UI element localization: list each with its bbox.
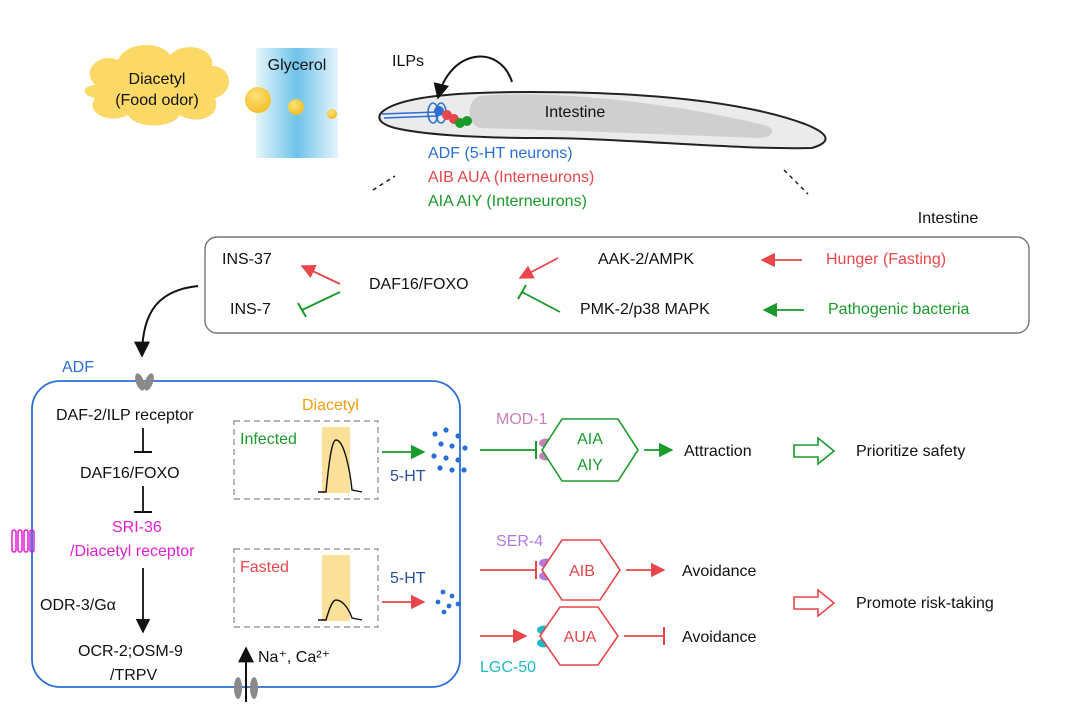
serotonin-label-top: 5-HT xyxy=(390,468,426,485)
serotonin-dots-bottom xyxy=(435,589,461,615)
zoom-line-left xyxy=(372,175,396,191)
sri36-receptor-icon xyxy=(11,529,35,553)
pathogen-label: Pathogenic bacteria xyxy=(828,301,970,318)
serotonin-dots-top xyxy=(431,427,468,473)
daf2-receptor-label: DAF-2/ILP receptor xyxy=(56,407,194,424)
intestine-label: Intestine xyxy=(545,104,606,121)
daf16-inhibits-ins7 xyxy=(301,291,341,311)
ions-label: Na⁺, Ca²⁺ xyxy=(258,649,330,666)
avoidance-label-1: Avoidance xyxy=(682,563,757,580)
prioritize-safety-label: Prioritize safety xyxy=(856,443,965,460)
adf-cell-label: ADF xyxy=(62,359,94,376)
glycerol-droplet xyxy=(327,109,337,119)
aia-aiy-label: AIA AIY (Interneurons) xyxy=(428,193,587,210)
trpv-label: /TRPV xyxy=(110,667,157,684)
ser4-label: SER-4 xyxy=(496,533,543,550)
aua-hexagon xyxy=(539,606,619,666)
aia-aiy-hexagon xyxy=(541,418,639,482)
intestine-shape xyxy=(469,94,773,138)
intestine-box-label: Intestine xyxy=(918,210,979,227)
adf-neurons-label: ADF (5-HT neurons) xyxy=(428,145,573,162)
aib-aua-label: AIB AUA (Interneurons) xyxy=(428,169,594,186)
diacetyl-receptor-label: /Diacetyl receptor xyxy=(70,543,195,560)
food-odor-label: (Food odor) xyxy=(115,92,199,109)
safety-outcome-arrow xyxy=(793,436,836,466)
fasted-calcium-trace xyxy=(318,599,363,621)
daf16-adf-label: DAF16/FOXO xyxy=(80,465,180,482)
infected-calcium-trace xyxy=(318,439,363,493)
ocr2-label: OCR-2;OSM-9 xyxy=(78,643,183,660)
glycerol-droplet xyxy=(288,99,304,115)
zoom-line-right xyxy=(783,169,809,195)
sri36-label: SRI-36 xyxy=(112,519,162,536)
risk-outcome-arrow xyxy=(793,588,836,618)
daf16-intestine-label: DAF16/FOXO xyxy=(369,276,469,293)
daf2-receptor-icon xyxy=(135,373,154,391)
avoidance-label-2: Avoidance xyxy=(682,629,757,646)
serotonin-label-bottom: 5-HT xyxy=(390,570,426,587)
infected-response-panel: Infected xyxy=(233,420,379,500)
daf16-to-ins37-arrow xyxy=(300,265,341,285)
odr3-label: ODR-3/Gα xyxy=(40,597,116,614)
fasted-label: Fasted xyxy=(240,559,289,576)
lgc50-label: LGC-50 xyxy=(480,659,536,676)
trpv-channel-icon xyxy=(234,677,258,699)
adf-neuron-dot xyxy=(434,106,444,116)
aak2-to-daf16-arrow xyxy=(518,257,559,279)
aak2-label: AAK-2/AMPK xyxy=(598,251,694,268)
aib-label: AIB xyxy=(569,563,595,580)
aiy-label: AIY xyxy=(577,457,603,474)
mod1-label: MOD-1 xyxy=(496,411,548,428)
glycerol-droplet xyxy=(245,87,271,113)
aua-label: AUA xyxy=(564,629,597,646)
ins37-label: INS-37 xyxy=(222,251,272,268)
ilps-label: ILPs xyxy=(392,53,424,70)
fasted-response-panel: Fasted xyxy=(233,548,379,628)
pmk2-inhibits-daf16 xyxy=(521,291,561,313)
ins7-label: INS-7 xyxy=(230,301,271,318)
glycerol-gradient: Glycerol xyxy=(245,48,338,158)
glycerol-label: Glycerol xyxy=(268,57,327,74)
hunger-label: Hunger (Fasting) xyxy=(826,251,946,268)
diacetyl-stimulus-label: Diacetyl xyxy=(302,397,359,414)
infected-label: Infected xyxy=(240,431,297,448)
diacetyl-cloud: Diacetyl (Food odor) xyxy=(84,44,229,126)
ins-to-adf-arrow xyxy=(134,285,199,358)
aib-hexagon xyxy=(541,539,621,601)
aia-label: AIA xyxy=(577,431,603,448)
adf-cell: ADF DAF-2/ILP receptor DAF16/FOXO SRI-36… xyxy=(11,359,461,702)
diacetyl-label: Diacetyl xyxy=(129,71,186,88)
promote-risk-label: Promote risk-taking xyxy=(856,595,994,612)
aiy-neuron-dot xyxy=(462,116,472,126)
ilp-arrow xyxy=(433,55,513,100)
intestine-signaling-box: Intestine INS-37 INS-7 DAF16/FOXO AAK-2/… xyxy=(204,210,1030,334)
worm-illustration: Intestine ILPs xyxy=(378,53,827,150)
pmk2-label: PMK-2/p38 MAPK xyxy=(580,301,710,318)
attraction-label: Attraction xyxy=(684,443,752,460)
